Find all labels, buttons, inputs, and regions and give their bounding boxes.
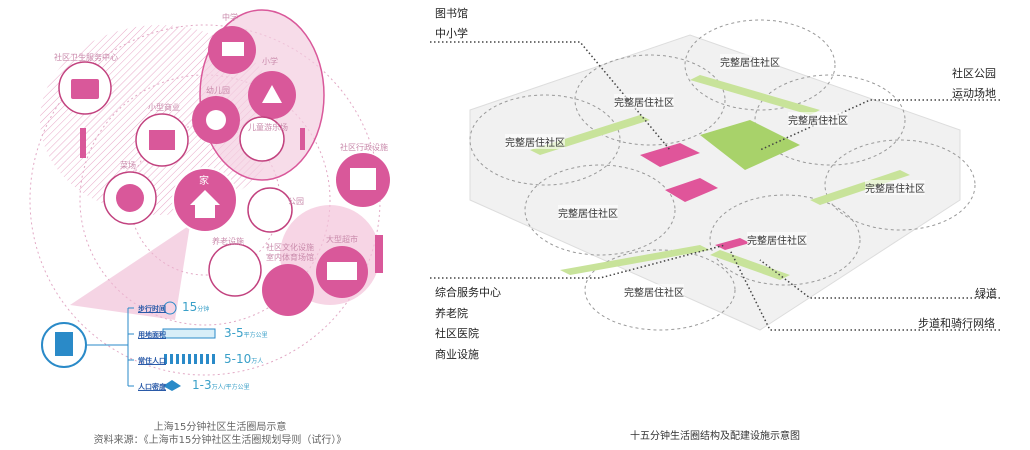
- home-beam: [70, 225, 190, 320]
- label-service-center: 综合服务中心: [435, 286, 501, 299]
- park-flower-icon: [247, 187, 293, 233]
- supermarket-shape: [327, 262, 357, 280]
- right-caption: 十五分钟生活圈结构及配建设施示意图: [630, 431, 800, 442]
- label-kindergarten: 幼儿园: [206, 86, 230, 95]
- kindergarten-smile: [206, 110, 226, 130]
- label-market: 菜场: [120, 161, 136, 170]
- community-label: 完整居住社区: [720, 54, 780, 69]
- leader-services: [430, 244, 726, 279]
- leader-walkway: [729, 249, 1000, 331]
- label-community-park: 社区公园: [952, 67, 996, 80]
- community-label: 完整居住社区: [505, 134, 565, 149]
- shop-shape: [149, 130, 175, 150]
- service-center: [715, 238, 750, 250]
- metric-value-population: 5-10万人: [224, 352, 264, 366]
- metric-label-area: 用地面积: [138, 331, 166, 339]
- city-building-shape: [55, 332, 73, 356]
- metric-value-density: 1-3万人/平方公里: [192, 378, 250, 392]
- metric-value-area: 3-5平方公里: [224, 326, 268, 340]
- population-icons: [164, 354, 215, 364]
- label-culture-1: 社区文化设施: [266, 243, 314, 252]
- community-label: 完整居住社区: [558, 205, 618, 220]
- metric-value-walk-time: 15分钟: [182, 300, 210, 314]
- tennis-icon: [262, 264, 314, 316]
- right-diagram-graphics: [430, 19, 1000, 331]
- playground-icon: [239, 116, 285, 162]
- community-label: 完整居住社区: [865, 180, 925, 195]
- community-park: [700, 120, 800, 170]
- ring-10min: [79, 74, 331, 326]
- house-shape: [190, 190, 220, 218]
- label-home: 家: [199, 176, 209, 187]
- library-building: [640, 143, 700, 167]
- school-building: [665, 178, 718, 202]
- medical-kit-shape: [71, 79, 99, 99]
- community-label: 完整居住社区: [747, 232, 807, 247]
- label-library: 图书馆: [435, 7, 468, 20]
- metric-label-density: 人口密度: [138, 383, 166, 391]
- left-caption-source: 资料来源：《上海市15分钟社区生活圈规划导则（试行）》: [93, 435, 347, 446]
- market-shape: [116, 184, 144, 212]
- area-bar-icon: [162, 328, 216, 339]
- label-nursing-home: 养老院: [435, 307, 468, 320]
- primary-school-building: [262, 85, 282, 103]
- adult-person-icon: [375, 235, 383, 273]
- metric-connector: [86, 308, 129, 386]
- left-caption-title: 上海15分钟社区生活圈局示意: [153, 422, 287, 433]
- label-health-center: 社区卫生服务中心: [54, 53, 118, 62]
- label-primary-school: 小学: [262, 57, 278, 66]
- label-schools: 中小学: [435, 27, 468, 40]
- label-middle-school: 中学: [222, 13, 238, 22]
- community-label: 完整居住社区: [624, 284, 684, 299]
- label-culture-2: 室内体育场馆: [266, 253, 314, 262]
- label-walkway: 步道和骑行网络: [918, 317, 995, 330]
- metric-label-walk-time: 步行时间: [138, 305, 166, 313]
- middle-school-building: [222, 42, 244, 56]
- label-small-commerce: 小型商业: [148, 103, 180, 112]
- label-playground: 儿童游乐场: [248, 123, 288, 132]
- label-admin: 社区行政设施: [340, 143, 388, 152]
- density-icon: [163, 380, 181, 391]
- label-park: 公园: [288, 197, 304, 206]
- metric-label-population: 常住人口: [138, 357, 166, 365]
- label-supermarket: 大型超市: [326, 235, 358, 244]
- label-sports-field: 运动场地: [952, 87, 996, 100]
- clock-icon: [163, 301, 177, 315]
- community-label: 完整居住社区: [788, 112, 848, 127]
- child-person-icon: [300, 128, 305, 150]
- label-greenway: 绿道: [975, 287, 997, 300]
- elderly-person-icon: [80, 128, 86, 158]
- admin-columns: [350, 168, 376, 190]
- label-hospital: 社区医院: [435, 327, 479, 340]
- label-elderly: 养老设施: [212, 237, 244, 246]
- elderly-facility-icon: [208, 243, 262, 297]
- community-label: 完整居住社区: [614, 94, 674, 109]
- label-commerce: 商业设施: [435, 348, 479, 361]
